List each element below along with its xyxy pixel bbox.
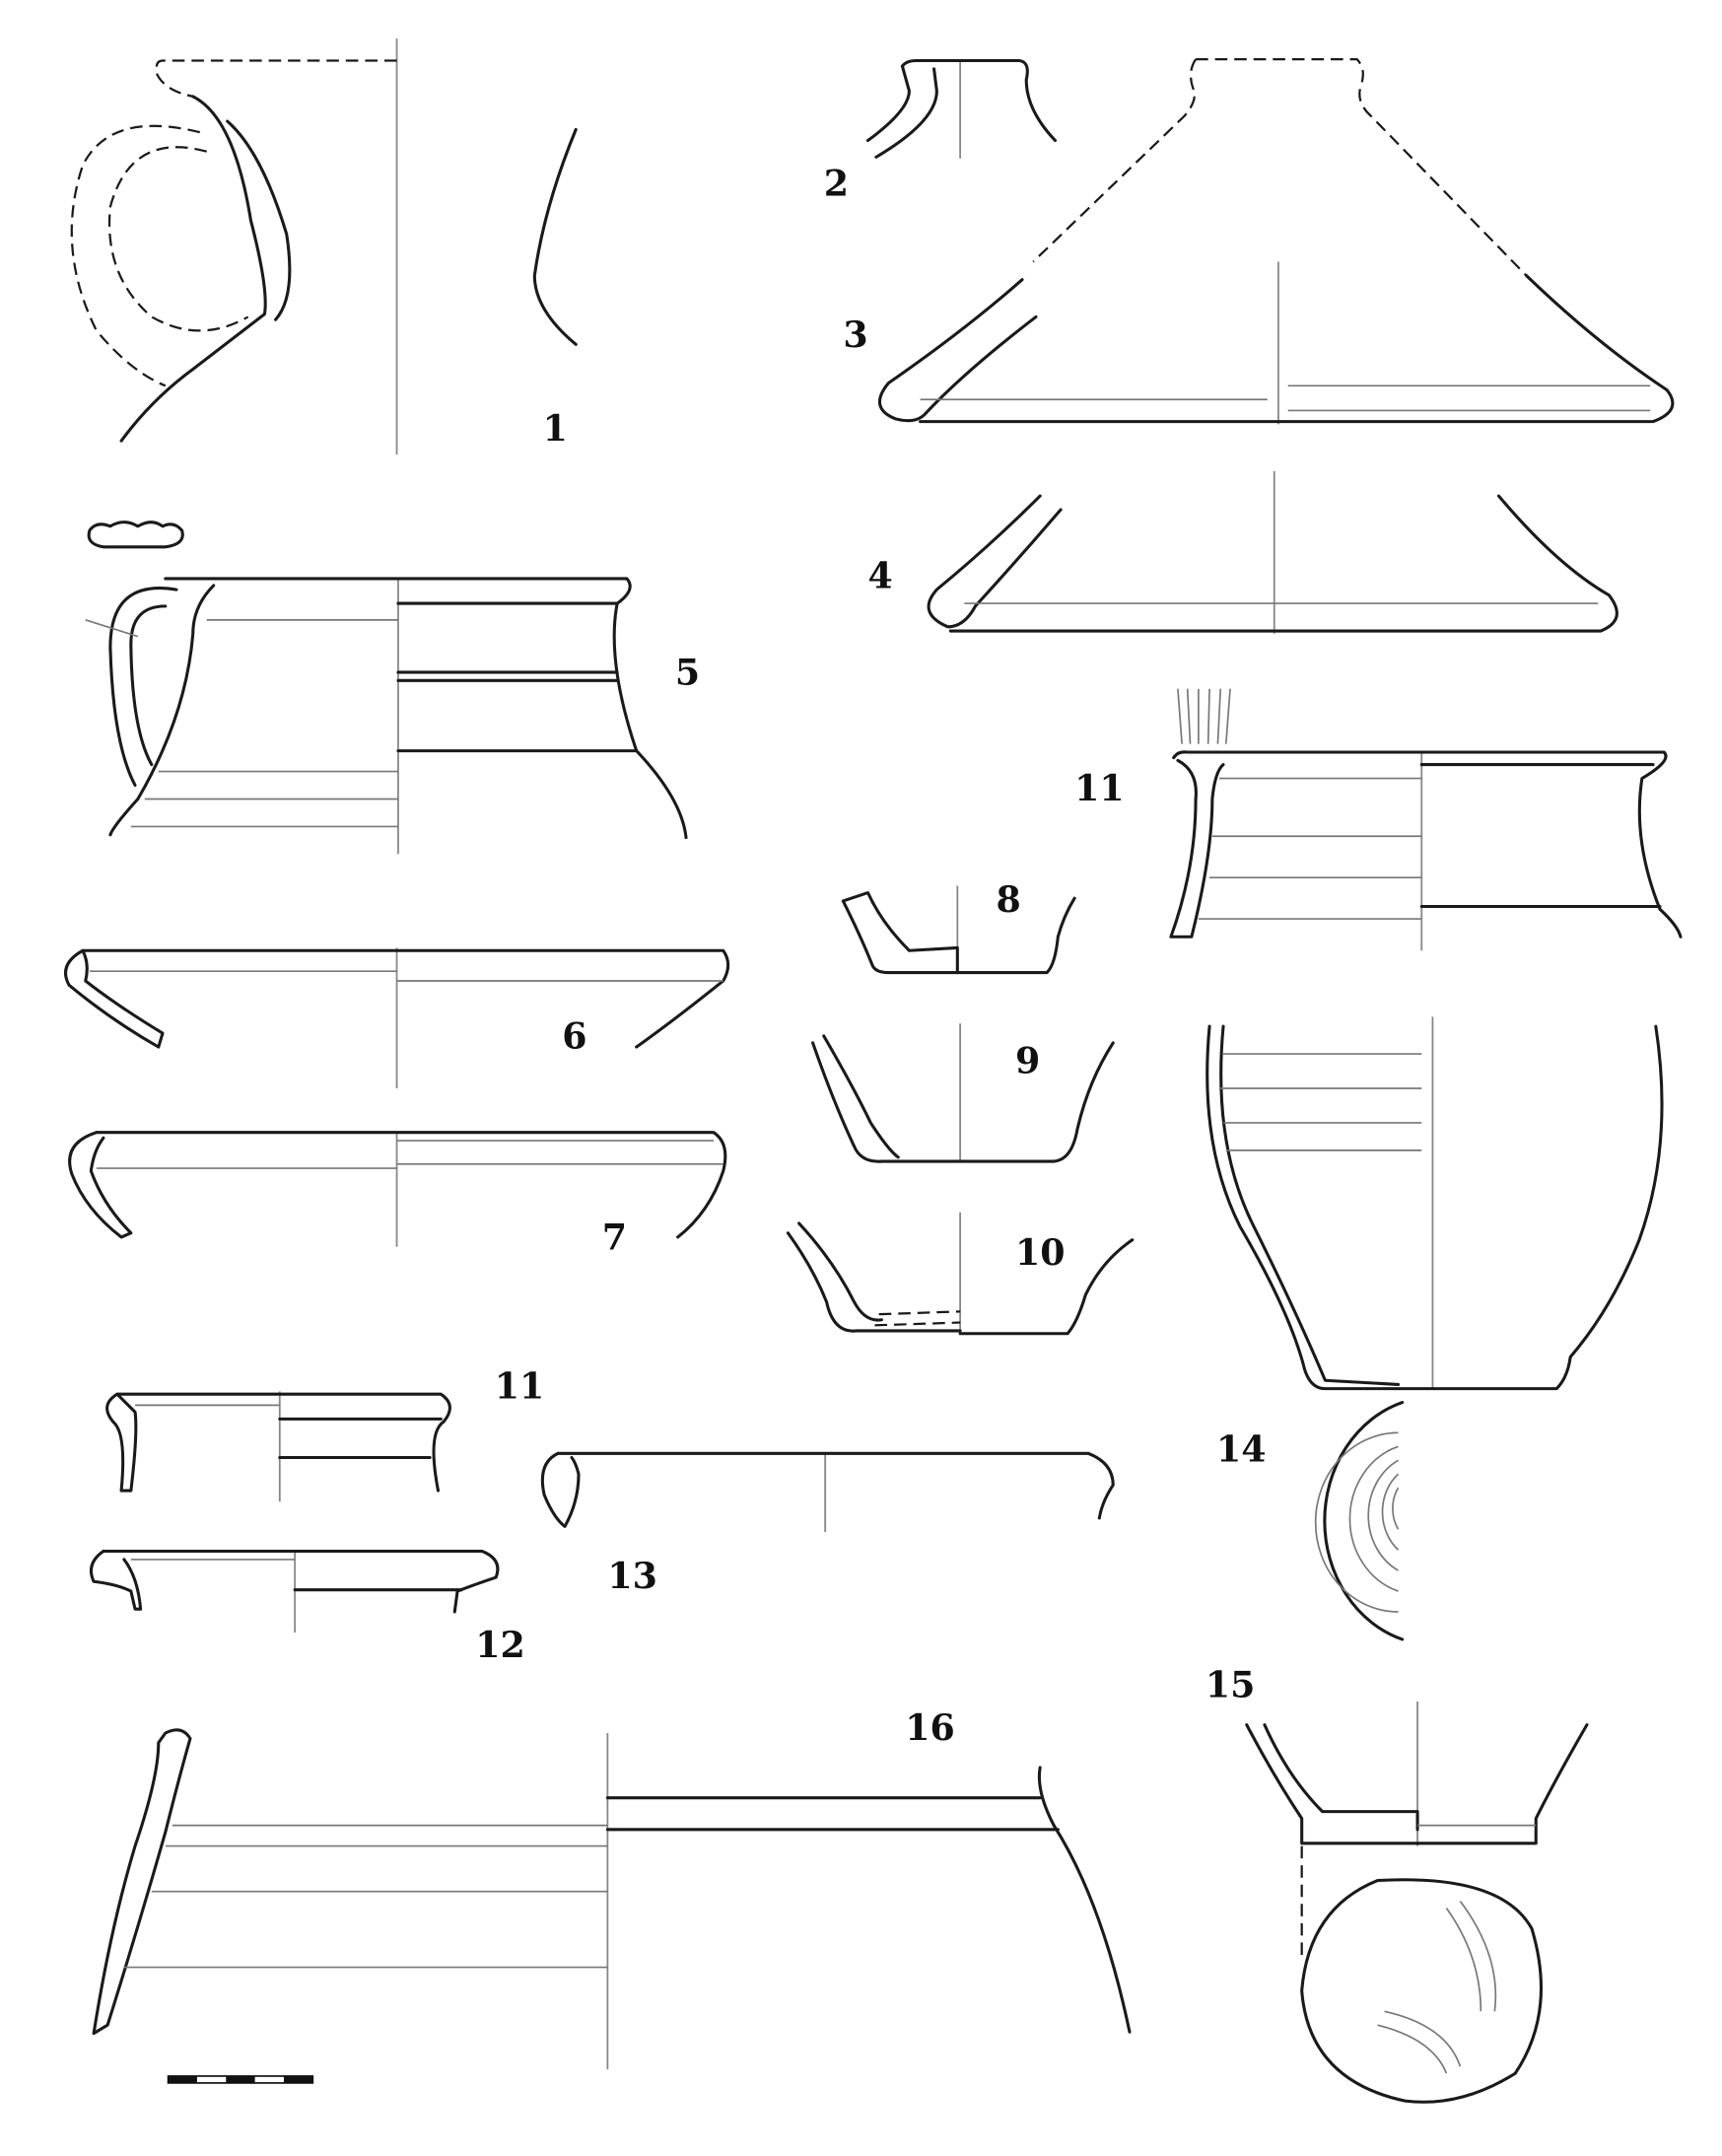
vessel-14-jar (1205, 1016, 1664, 1391)
label-6: 6 (562, 1014, 586, 1057)
label-10: 10 (1015, 1231, 1066, 1274)
label-11-upper: 11 (1074, 767, 1125, 809)
vessel-15 (1245, 1701, 1589, 2104)
label-16: 16 (905, 1706, 955, 1749)
vessel-5 (85, 521, 688, 855)
vessel-14-base (1314, 1401, 1405, 1641)
label-15: 15 (1205, 1664, 1256, 1706)
vessel-1 (70, 38, 578, 455)
vessel-11a (1169, 688, 1683, 951)
label-7: 7 (602, 1216, 627, 1258)
scale-bar (167, 2075, 314, 2084)
label-12: 12 (475, 1624, 525, 1666)
vessel-8 (841, 885, 1076, 975)
label-9: 9 (1015, 1040, 1040, 1082)
vessel-10 (786, 1212, 1135, 1336)
vessel-11b (105, 1391, 451, 1502)
label-8: 8 (996, 878, 1020, 921)
label-1: 1 (543, 407, 568, 450)
vessel-7 (68, 1131, 727, 1247)
vessel-16 (92, 1728, 1132, 2069)
vessel-9 (811, 1023, 1115, 1163)
vessel-13 (540, 1451, 1115, 1532)
vessel-2 (865, 58, 1058, 159)
vessel-3 (878, 57, 1675, 425)
label-14: 14 (1216, 1428, 1267, 1471)
label-5: 5 (675, 652, 700, 694)
label-4: 4 (867, 555, 892, 597)
vessel-6 (64, 947, 730, 1088)
vessel-12 (90, 1549, 500, 1633)
label-2: 2 (824, 162, 849, 204)
label-3: 3 (843, 313, 867, 356)
label-13: 13 (607, 1555, 657, 1597)
vessel-4 (927, 470, 1619, 634)
label-11-lower: 11 (495, 1364, 545, 1407)
